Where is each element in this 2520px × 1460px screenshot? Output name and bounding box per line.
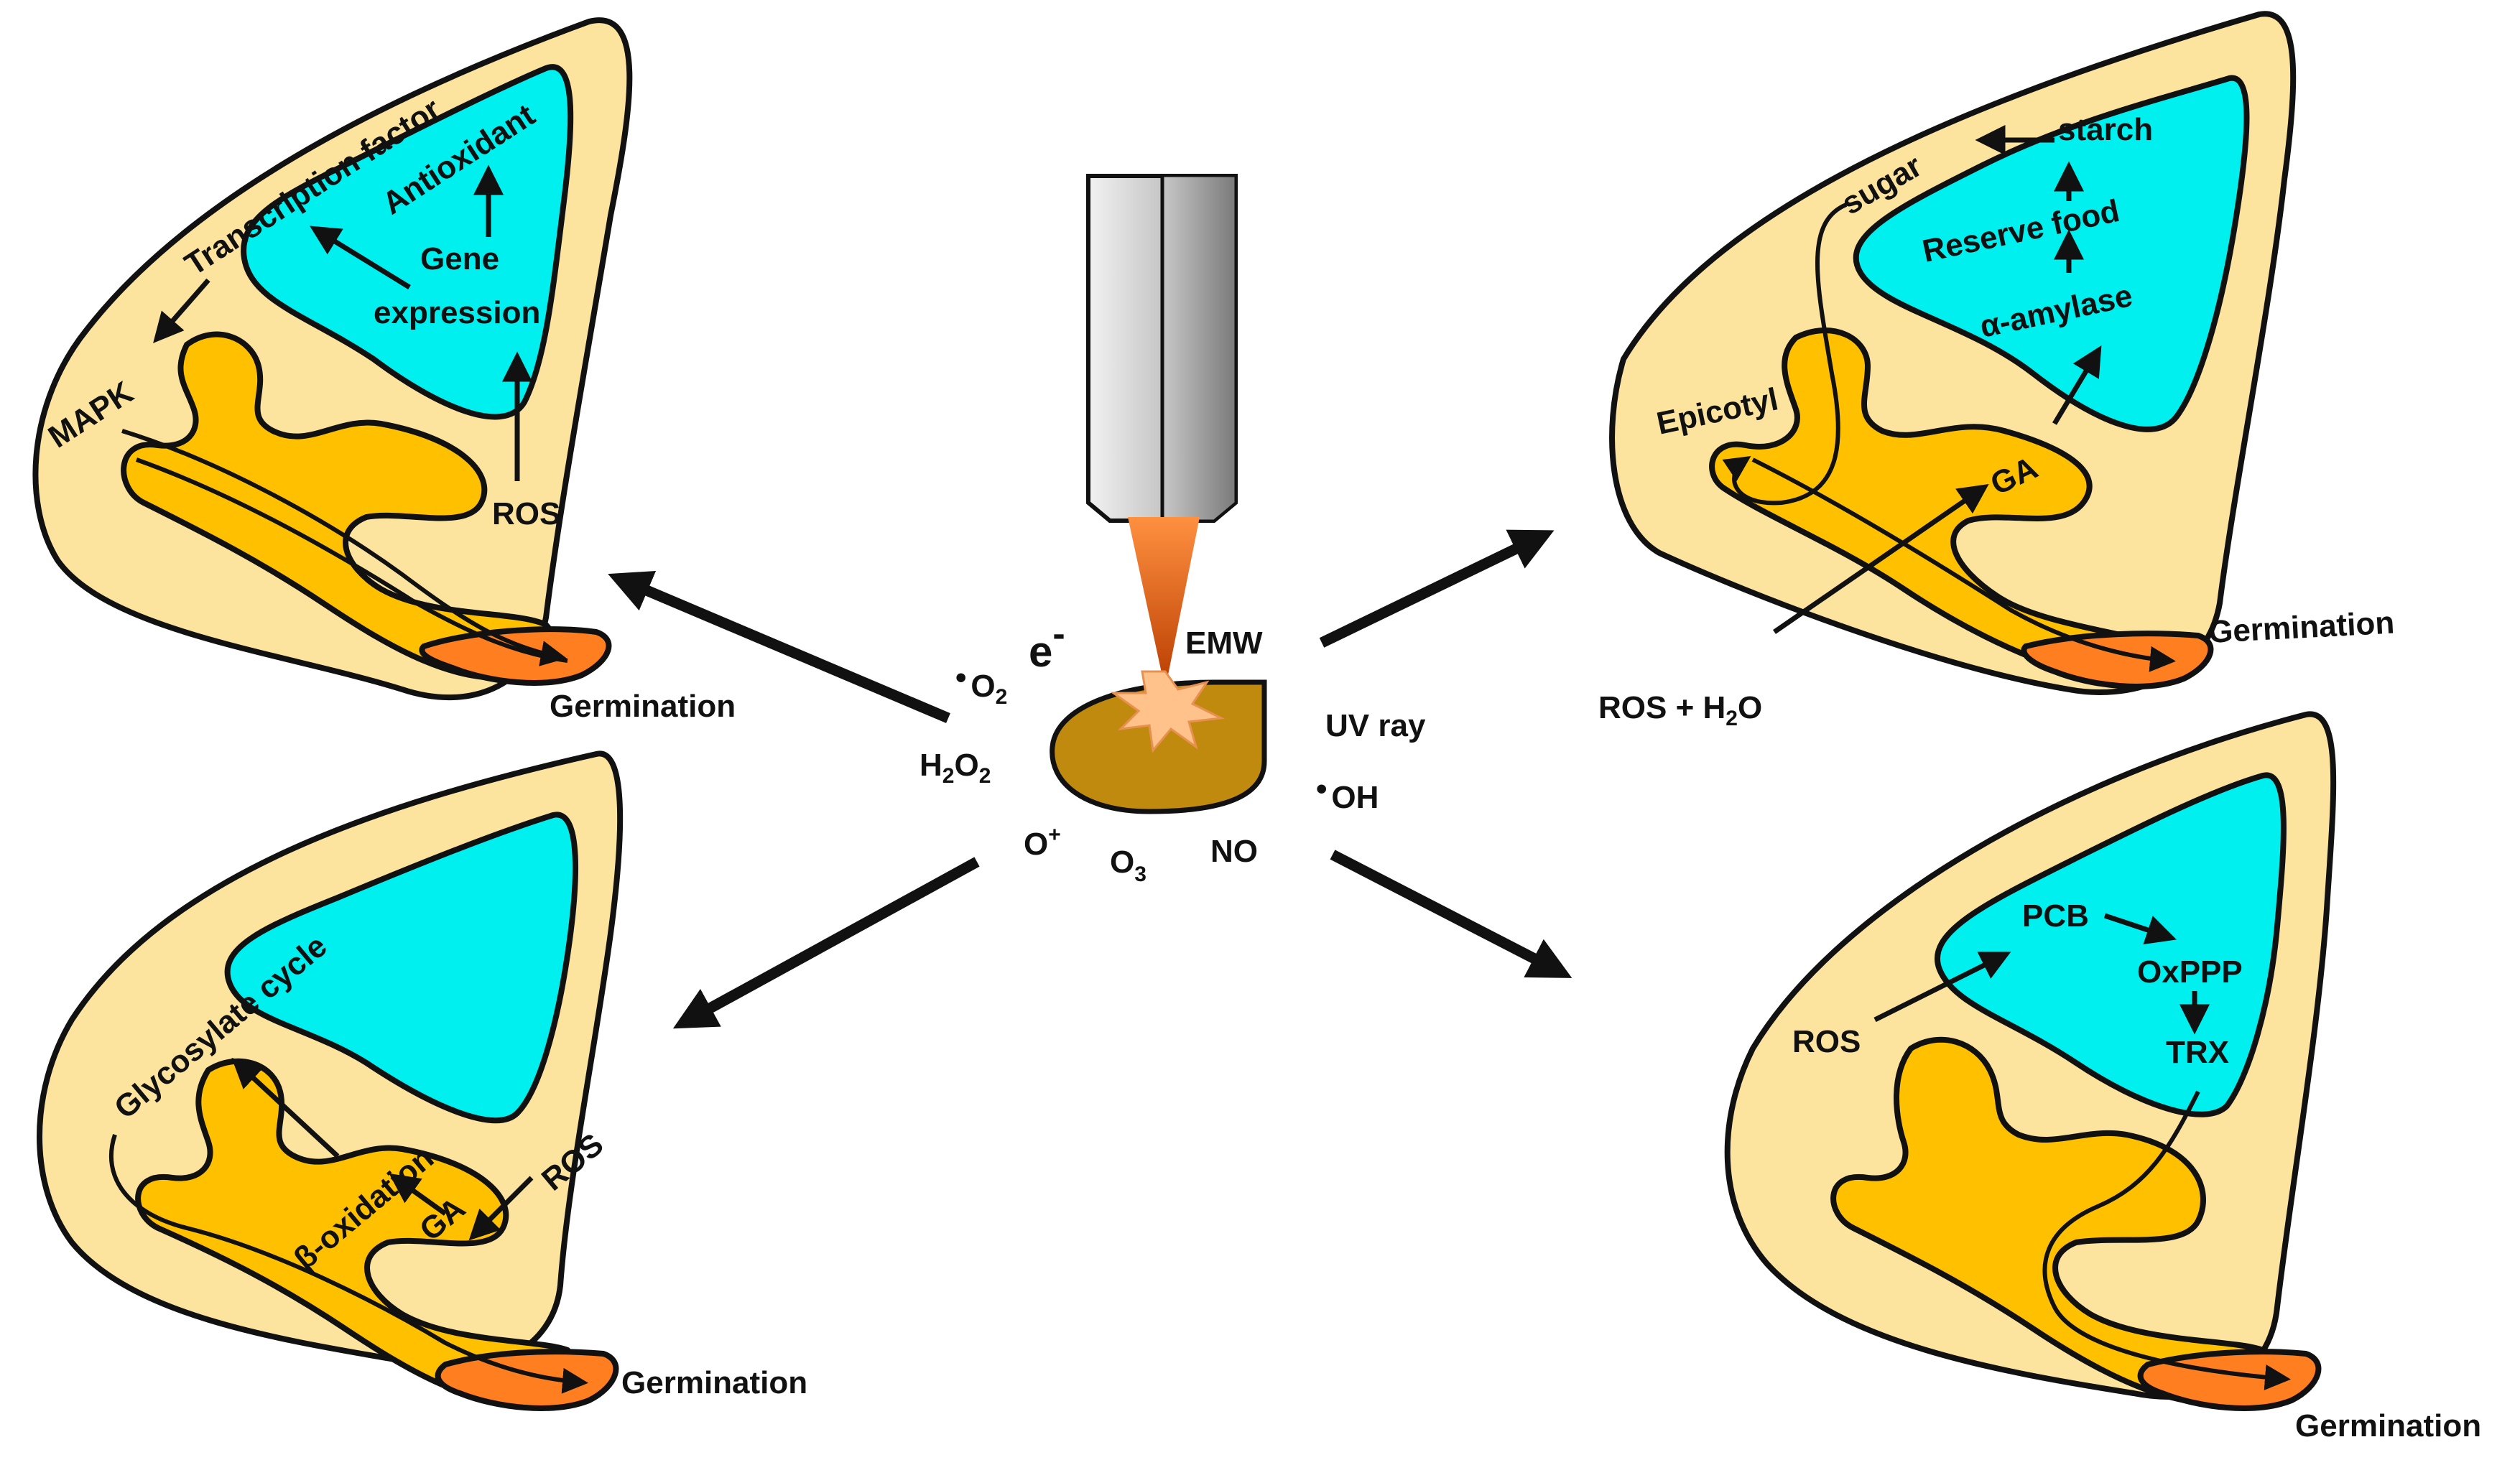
embryo-axis-line (109, 1134, 588, 1394)
seed-top-left: Transcription factor Antioxidant Gene ex… (32, 17, 736, 724)
embryo-axis-line (121, 429, 567, 666)
label-germination: Germination (550, 689, 736, 724)
arrow-to-top-right (1319, 529, 1555, 648)
label-ros: ROS (492, 496, 560, 531)
arrow-tf-to-mapk (153, 278, 210, 343)
label-germination: Germination (2208, 605, 2395, 649)
label-h2o2: H2O2 (919, 748, 991, 788)
arrow-to-bottom-left (672, 857, 980, 1029)
main-arrows (608, 529, 1572, 1029)
label-trx: TRX (2166, 1035, 2229, 1070)
plasma-source: e- EMW UV ray •O2 H2O2 •OH O+ O3 NO (919, 174, 1426, 886)
arrow-ga-to-amylase (2052, 345, 2102, 425)
label-germination: Germination (621, 1365, 807, 1400)
embryo (1830, 1036, 2273, 1406)
label-ros: ROS (1792, 1024, 1861, 1059)
label-oxppp: OxPPP (2137, 954, 2243, 990)
label-starch: starch (2058, 112, 2153, 147)
embryo (121, 331, 556, 681)
plasma-spark (1110, 670, 1226, 753)
arrow-ros-to-pcb (1873, 952, 2011, 1023)
arrow-gene-to-tf (310, 225, 411, 289)
endosperm (224, 812, 579, 1124)
sugar-path-line (1722, 203, 1848, 506)
radicle (435, 1349, 619, 1411)
label-germination: Germination (2295, 1408, 2481, 1443)
label-hydroxyl: •OH (1316, 771, 1379, 815)
seed-top-right: sugar starch Reserve food α-amylase Epic… (1598, 11, 2395, 730)
label-no: NO (1210, 834, 1258, 869)
arrow-ros-to-ga (468, 1176, 534, 1241)
plasma-jet (1128, 517, 1200, 689)
embryo-axis-line (1751, 457, 2176, 672)
radicle (2137, 1349, 2322, 1411)
arrow-beta-to-glycosylate (231, 1057, 340, 1158)
seed-bottom-left: Glycosylate cycle β-oxidation GA ROS Ger… (37, 750, 807, 1411)
seed-bottom-right: PCB OxPPP TRX ROS Germination (1724, 711, 2481, 1443)
embryo-axis-line-2 (135, 457, 568, 663)
label-emw: EMW (1185, 626, 1263, 661)
endosperm (1853, 75, 2250, 432)
arrow-to-top-left (608, 570, 950, 723)
embryo (1709, 327, 2170, 687)
label-pcb: PCB (2022, 898, 2089, 934)
label-uv-ray: UV ray (1325, 708, 1426, 743)
electrode-right-half (1161, 175, 1237, 522)
arrow-ros-to-ga (1773, 484, 1989, 634)
embryo (135, 1058, 578, 1406)
endosperm (241, 64, 574, 420)
trx-path-line (2042, 1090, 2291, 1390)
label-o-plus: O+ (1024, 823, 1061, 862)
arrow-ga-to-beta (389, 1173, 448, 1216)
label-expression: expression (374, 295, 540, 330)
arrow-to-bottom-right (1330, 850, 1572, 978)
label-ozone: O3 (1110, 845, 1146, 886)
label-superoxide: •O2 (955, 660, 1007, 709)
label-ros-h2o: ROS + H2O (1598, 690, 1762, 730)
label-electron: e- (1029, 613, 1065, 676)
label-gene: Gene (420, 241, 499, 276)
arrow-pcb-to-oxppp (2103, 913, 2177, 944)
